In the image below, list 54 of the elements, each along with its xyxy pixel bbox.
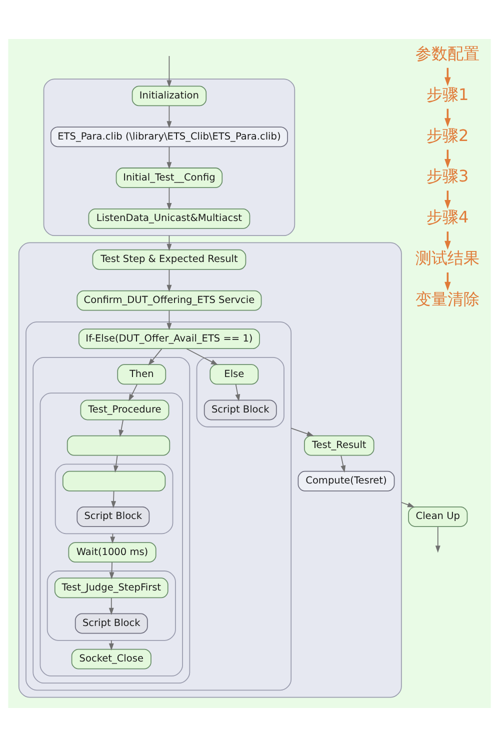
node-box: Test_Judge_StepFirst xyxy=(54,578,168,598)
arrow xyxy=(166,187,172,210)
arrow xyxy=(166,310,172,330)
arrow xyxy=(128,384,138,402)
node-box: Then xyxy=(117,364,166,385)
arrow xyxy=(235,384,240,402)
arrow xyxy=(108,598,114,615)
node-box: Script Block xyxy=(204,400,277,420)
arrow xyxy=(111,490,116,508)
node-box xyxy=(66,435,170,456)
node-text: 步骤1 xyxy=(426,84,469,104)
arrow xyxy=(166,56,172,88)
node-text: 变量清除 xyxy=(416,289,480,308)
arrow xyxy=(444,190,451,209)
arrow xyxy=(290,428,314,436)
node-box: ETS_Para.clib (\library\ETS_Clib\ETS_Para.clib) xyxy=(50,126,288,148)
arrow xyxy=(114,455,118,473)
node-box: ListenData_Unicast&Multiacst xyxy=(88,208,250,229)
arrow xyxy=(108,640,114,651)
node-box: Initial_Test__Config xyxy=(116,168,223,188)
node-text: 步骤3 xyxy=(426,166,469,186)
node-box: Script Block xyxy=(74,613,148,634)
arrow xyxy=(166,269,172,292)
cluster xyxy=(196,357,284,428)
node-box: Else xyxy=(210,364,259,385)
node-box: Initialization xyxy=(132,86,207,106)
node-box: Script Block xyxy=(76,506,150,527)
node-box: Confirm_DUT_Offering_ETS Servcie xyxy=(76,290,262,311)
arrow xyxy=(340,455,346,473)
node-box: Wait(1000 ms) xyxy=(68,542,156,563)
arrow xyxy=(109,562,114,580)
node-box: Clean Up xyxy=(408,506,468,527)
arrow xyxy=(444,68,451,86)
arrow xyxy=(400,502,415,508)
arrow xyxy=(435,526,440,553)
node-box xyxy=(62,470,166,492)
node-box: If-Else(DUT_Offer_Avail_ETS == 1) xyxy=(78,328,260,350)
arrow xyxy=(444,150,451,168)
node-text: 测试结果 xyxy=(416,248,480,268)
node-box: Compute(Tesret) xyxy=(298,470,395,492)
arrow xyxy=(444,232,451,250)
arrow xyxy=(166,146,172,170)
node-text: 步骤2 xyxy=(426,126,469,145)
arrow xyxy=(444,272,451,291)
node-box: Test Step & Expected Result xyxy=(92,249,246,270)
arrow xyxy=(148,348,162,366)
node-box: Test_Result xyxy=(304,435,374,456)
node-text: 步骤4 xyxy=(426,208,469,227)
arrow xyxy=(118,420,124,437)
arrow xyxy=(166,105,172,128)
node-box: Socket_Close xyxy=(71,648,152,670)
node-text: 参数配置 xyxy=(416,44,480,63)
node-box: Test_Procedure xyxy=(80,400,170,420)
arrow xyxy=(444,108,451,128)
